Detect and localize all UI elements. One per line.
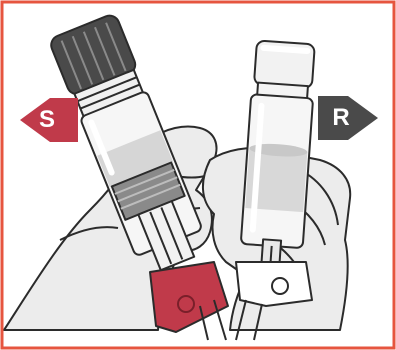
- left-arrow-label: S: [32, 105, 62, 135]
- right-arrow-label: R: [326, 103, 356, 133]
